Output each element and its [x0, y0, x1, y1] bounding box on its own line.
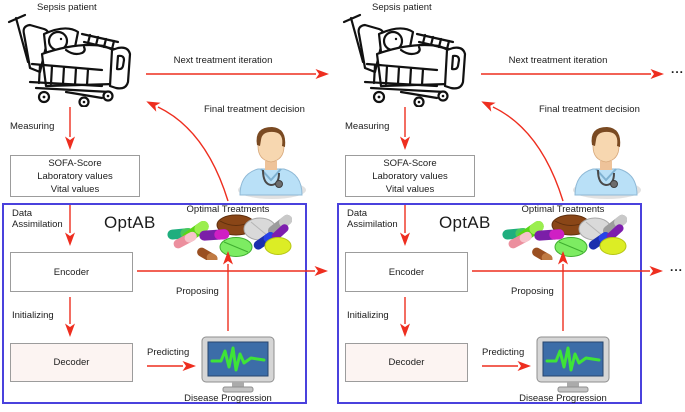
optab-panel-border [337, 203, 642, 404]
optab-title: OptAB [439, 213, 491, 232]
data-assimilation-label: Data Assimilation [347, 208, 398, 230]
sepsis-patient-label: Sepsis patient [37, 2, 97, 13]
data-assimilation-line1: Data [12, 208, 33, 219]
decoder-box: Decoder [345, 343, 468, 382]
encoder-box: Encoder [345, 252, 468, 292]
proposing-label: Proposing [176, 286, 219, 297]
disease-progression-label: Disease Progression [519, 393, 607, 404]
next-treatment-iteration-label: Next treatment iteration [508, 55, 608, 66]
initializing-label: Initializing [347, 310, 389, 321]
encoder-box: Encoder [10, 252, 133, 292]
next-treatment-iteration-label: Next treatment iteration [173, 55, 273, 66]
predicting-label: Predicting [482, 347, 525, 358]
vital-values-line: Vital values [385, 183, 435, 195]
continuation-ellipsis-middle: ... [670, 260, 684, 274]
encoder-label: Encoder [388, 266, 425, 278]
decoder-box: Decoder [10, 343, 133, 382]
encoder-label: Encoder [53, 266, 90, 278]
monitor-icon [201, 336, 275, 393]
doctor-icon [573, 127, 641, 199]
final-treatment-decision-arrow [146, 101, 229, 202]
data-assimilation-line2: Assimilation [12, 219, 63, 230]
decoder-label: Decoder [388, 357, 425, 368]
monitor-icon [536, 336, 610, 393]
doctor-icon [238, 127, 306, 199]
measurements-box: SOFA-Score Laboratory values Vital value… [10, 155, 140, 197]
optab-title: OptAB [104, 213, 156, 232]
final-treatment-decision-label: Final treatment decision [204, 104, 305, 115]
vital-values-line: Vital values [50, 183, 100, 195]
sofa-score-line: SOFA-Score [383, 157, 437, 169]
patient-bed-icon [342, 13, 467, 107]
pills-icon [502, 214, 627, 260]
final-treatment-decision-arrow [481, 101, 564, 202]
data-assimilation-line1: Data [347, 208, 368, 219]
proposing-label: Proposing [511, 286, 554, 297]
optimal-treatments-label: Optimal Treatments [521, 204, 605, 215]
data-assimilation-line2: Assimilation [347, 219, 398, 230]
pills-icon [167, 214, 292, 260]
initializing-label: Initializing [12, 310, 54, 321]
optimal-treatments-label: Optimal Treatments [186, 204, 270, 215]
sofa-score-line: SOFA-Score [48, 157, 102, 169]
predicting-label: Predicting [147, 347, 190, 358]
patient-bed-icon [7, 13, 132, 107]
measuring-label: Measuring [10, 121, 55, 132]
continuation-ellipsis-top: ... [671, 62, 685, 76]
sepsis-patient-label: Sepsis patient [372, 2, 432, 13]
decoder-label: Decoder [53, 357, 90, 368]
iteration-panel-1: Sepsis patient [2, 2, 329, 404]
data-assimilation-label: Data Assimilation [12, 208, 63, 230]
optab-panel-border [2, 203, 307, 404]
measuring-label: Measuring [345, 121, 390, 132]
laboratory-values-line: Laboratory values [372, 170, 448, 182]
measurements-box: SOFA-Score Laboratory values Vital value… [345, 155, 475, 197]
final-treatment-decision-label: Final treatment decision [539, 104, 640, 115]
disease-progression-label: Disease Progression [184, 393, 272, 404]
iteration-panel-2: Sepsis patient [335, 0, 685, 412]
laboratory-values-line: Laboratory values [37, 170, 113, 182]
